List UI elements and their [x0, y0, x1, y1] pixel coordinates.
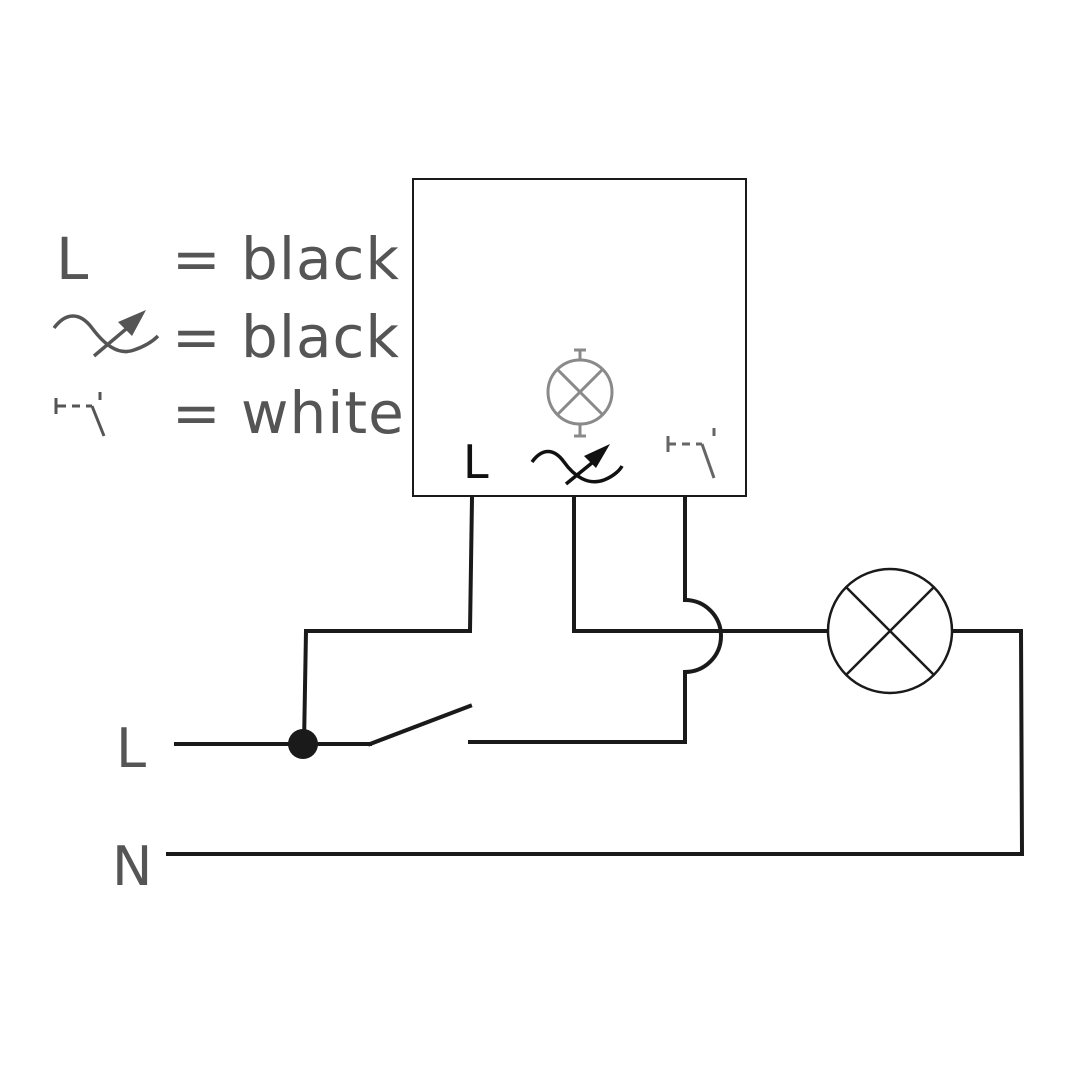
legend-pushbutton-value: = white — [172, 379, 405, 447]
neutral-wire — [166, 629, 1025, 856]
switch-lever — [367, 703, 473, 747]
junction-dot — [288, 729, 318, 759]
legend-dimmer-icon — [52, 310, 160, 358]
legend-line-symbol: L — [56, 225, 89, 293]
terminal-dimmer-icon — [530, 444, 624, 486]
device-box: L — [412, 178, 747, 497]
legend: L = black = black = white — [52, 225, 405, 447]
indicator-lamp-icon — [546, 348, 614, 438]
terminal-pushbutton-icon — [666, 428, 716, 479]
load-lamp-icon — [826, 567, 954, 695]
crossover-arc — [682, 597, 723, 675]
legend-pushbutton-icon — [54, 392, 106, 437]
dimmer-output-wire — [572, 496, 830, 633]
legend-dimmer-value: = black — [172, 303, 400, 371]
device-line-wire — [301, 495, 475, 747]
supply-neutral-label: N — [112, 835, 152, 898]
wires — [166, 495, 1025, 856]
supply-line-label: L — [116, 717, 146, 780]
switch-output-wire — [468, 670, 687, 744]
legend-line-value: = black — [172, 225, 400, 293]
terminal-line-label: L — [463, 435, 489, 489]
